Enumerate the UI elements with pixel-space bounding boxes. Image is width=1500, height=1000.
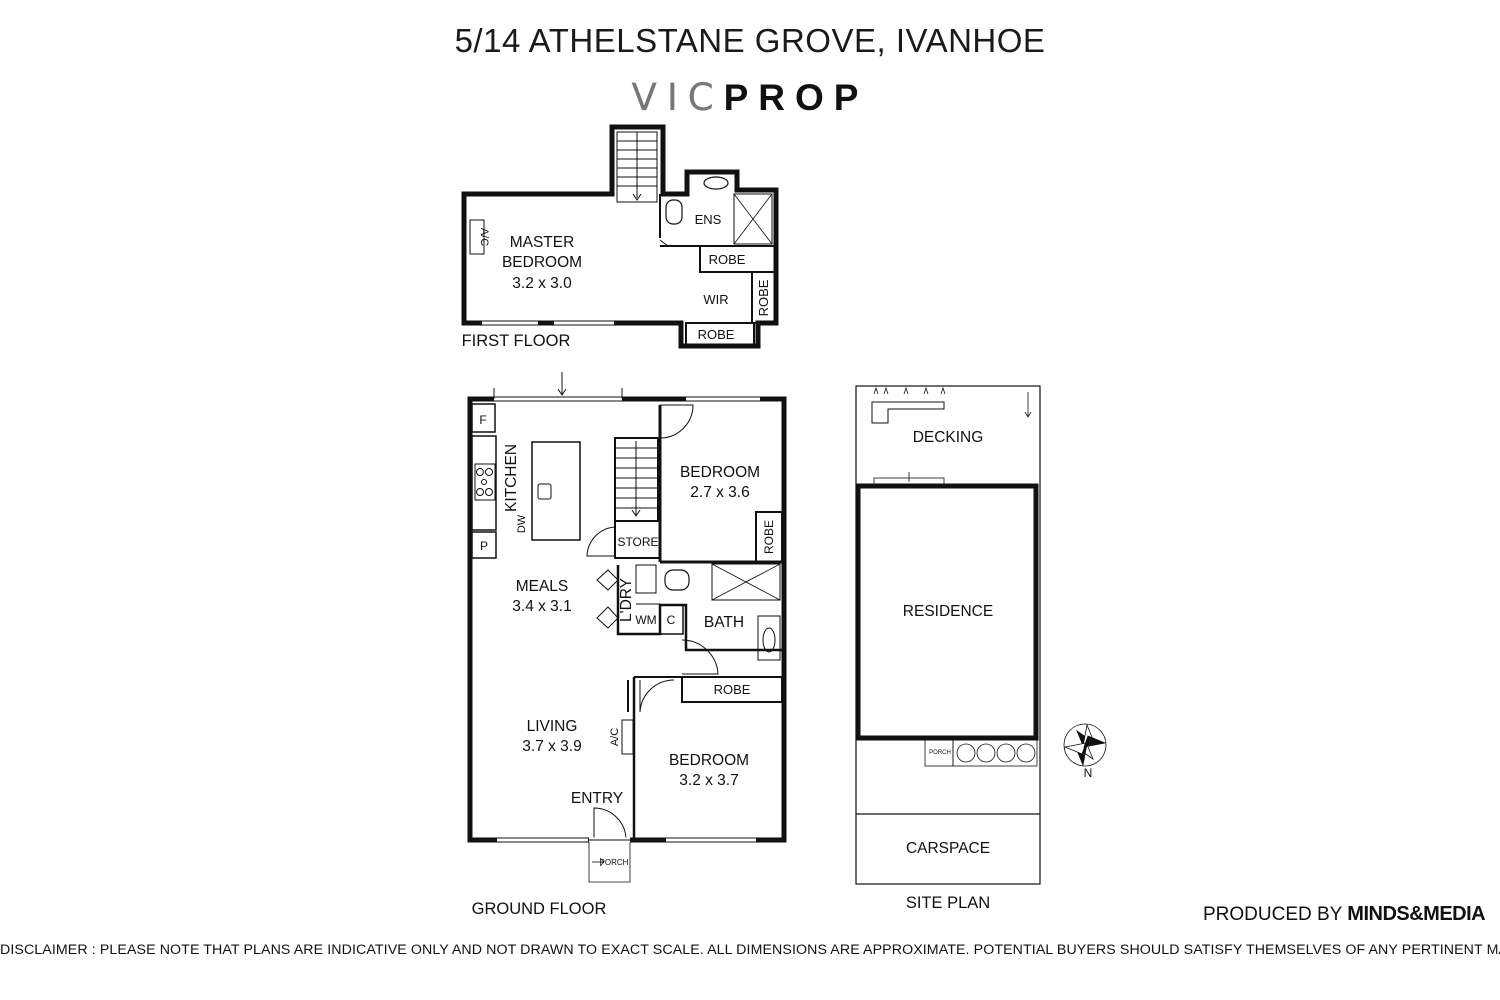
master-ac-label: A/C <box>478 228 490 246</box>
residence-footprint <box>855 483 1039 741</box>
planter-strip <box>952 739 1038 767</box>
first-robe-label-3: ROBE <box>698 327 735 342</box>
first-floor-labels: MASTER BEDROOM 3.2 x 3.0 ENS ROBE WIR RO… <box>462 212 771 350</box>
laundry-label: L'DRY <box>618 578 635 622</box>
first-floor-outer-wall <box>461 124 779 349</box>
ground-floor-label: GROUND FLOOR <box>472 900 607 918</box>
bath-vanity <box>757 615 781 661</box>
site-plan-label: SITE PLAN <box>906 894 990 912</box>
meals-dims: 3.4 x 3.1 <box>512 598 571 615</box>
ensuite-basin <box>703 176 729 190</box>
washing-machine-label: WM <box>635 613 656 627</box>
master-ac-unit <box>469 219 485 255</box>
bath-label: BATH <box>704 614 744 631</box>
bath-shower <box>711 563 781 601</box>
first-floor-robe-1 <box>699 245 777 273</box>
ground-floor-outer-wall <box>467 396 787 843</box>
decking-bench <box>871 401 945 424</box>
laundry-tub <box>635 564 657 594</box>
entry-door-swing <box>593 807 627 841</box>
bedroom-rear-door-swing <box>659 404 694 439</box>
pantry <box>471 531 497 559</box>
first-robe-label-1: ROBE <box>709 252 746 267</box>
site-porch-label: PORCH <box>929 750 951 756</box>
first-robe-label-2: ROBE <box>756 279 771 316</box>
cupboard-label: C <box>667 613 676 627</box>
master-bedroom-dims: 3.2 x 3.0 <box>512 275 572 292</box>
living-ac-unit <box>621 719 634 755</box>
cooktop <box>474 463 496 501</box>
first-floor-stairs <box>616 131 658 203</box>
residence-label: RESIDENCE <box>903 603 993 620</box>
ground-floor-labels: F KITCHEN DW P STORE BEDROOM 2.7 x 3.6 R… <box>472 413 776 918</box>
store-door-swing <box>586 526 616 557</box>
brand-bold-text: PROP <box>723 77 869 118</box>
first-floor-plan <box>461 124 779 349</box>
entry-label: ENTRY <box>571 790 623 807</box>
front-bedroom-dims: 3.2 x 3.7 <box>679 772 738 789</box>
pantry-label: P <box>480 539 488 553</box>
ground-porch-label: PORCH <box>600 858 629 867</box>
fridge-label: F <box>479 413 486 427</box>
site-plan-labels: DECKING RESIDENCE PORCH CARSPACE N SITE … <box>903 429 1093 912</box>
rear-bedroom-dims: 2.7 x 3.6 <box>690 484 749 501</box>
fridge-space <box>471 403 496 433</box>
north-label: N <box>1084 766 1093 780</box>
first-floor-robe-3 <box>685 322 755 346</box>
living-ac-label: A/C <box>609 728 621 746</box>
minds-media-logo: MINDS&MEDIA <box>1347 903 1486 925</box>
site-plan <box>855 385 1107 885</box>
ensuite-shower <box>733 193 773 245</box>
ground-floor-stairs <box>614 437 659 522</box>
first-floor-label: FIRST FLOOR <box>462 332 571 350</box>
kitchen-label: KITCHEN <box>503 444 520 512</box>
bath-toilet <box>664 569 690 591</box>
kitchen-bench <box>471 435 497 531</box>
ground-floor-plan <box>467 372 787 883</box>
decking-label: DECKING <box>913 429 984 446</box>
front-robe-label: ROBE <box>714 682 751 697</box>
store-label: STORE <box>617 535 658 549</box>
carspace-label: CARSPACE <box>906 840 990 857</box>
living-dims: 3.7 x 3.9 <box>522 738 581 755</box>
kitchen-sink <box>537 483 552 500</box>
produced-by-credit: PRODUCED BY MINDS&MEDIA <box>1203 903 1486 926</box>
front-bedroom-robe <box>681 676 783 703</box>
rear-robe-label: ROBE <box>762 520 776 554</box>
north-arrow-icon <box>1063 723 1107 767</box>
first-floor-robe-2 <box>751 271 777 324</box>
rear-bedroom-robe <box>755 511 783 563</box>
wir-label: WIR <box>703 292 728 307</box>
rear-bedroom-label: BEDROOM <box>680 464 760 481</box>
ground-porch <box>588 842 631 883</box>
vicprop-logo: VICPROP <box>0 76 1500 119</box>
dishwasher-label: DW <box>516 514 528 533</box>
master-bedroom-label-1: MASTER <box>510 234 575 251</box>
brand-light-text: VIC <box>631 76 724 119</box>
site-boundary <box>855 385 1041 885</box>
front-bedroom-label: BEDROOM <box>669 752 749 769</box>
laundry-walls <box>616 565 784 652</box>
produced-by-text: PRODUCED BY <box>1203 904 1343 925</box>
ensuite-label: ENS <box>695 212 722 227</box>
cupboard <box>659 604 684 635</box>
master-bedroom-label-2: BEDROOM <box>502 254 582 271</box>
disclaimer-text: DISCLAIMER : PLEASE NOTE THAT PLANS ARE … <box>0 942 1500 958</box>
living-label: LIVING <box>527 718 578 735</box>
property-address-title: 5/14 ATHELSTANE GROVE, IVANHOE <box>454 22 1046 59</box>
bedroom-front-door-swing <box>639 679 675 713</box>
meals-label: MEALS <box>516 578 569 595</box>
bath-door-swing <box>681 639 719 675</box>
kitchen-island <box>531 441 581 541</box>
ensuite-toilet <box>665 199 683 225</box>
